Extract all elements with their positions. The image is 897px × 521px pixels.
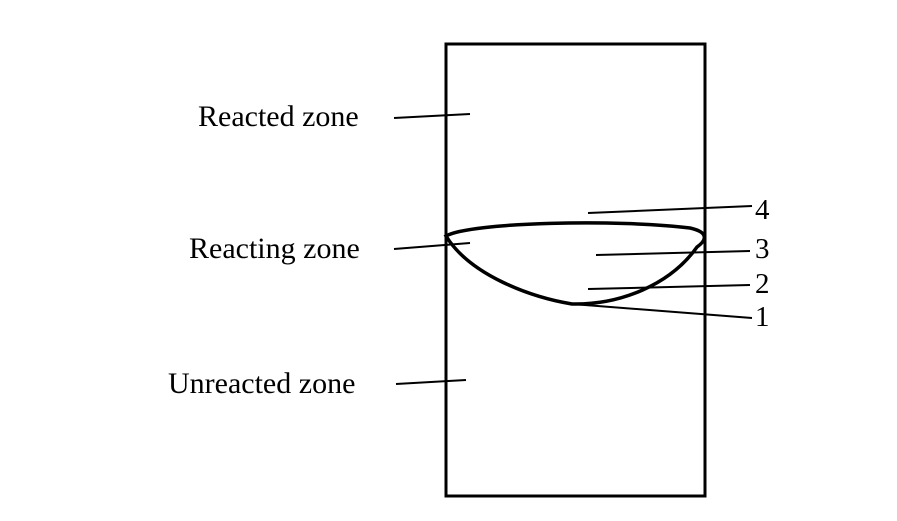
specimen-outline: [444, 42, 707, 498]
marker-1-label: 1: [755, 301, 770, 333]
reacted-zone-label: Reacted zone: [198, 100, 359, 133]
reacting-zone-lens: [443, 221, 707, 306]
unreacted-zone-label: Unreacted zone: [168, 367, 355, 400]
reacting-zone-label: Reacting zone: [189, 232, 360, 265]
unreacted-zone-leader: [395, 379, 467, 385]
marker-1-leader: [571, 303, 753, 319]
marker-4-label: 4: [755, 194, 770, 226]
marker-2-leader: [587, 284, 751, 290]
marker-3-label: 3: [755, 233, 770, 265]
marker-4-leader: [587, 205, 753, 214]
reacting-zone-leader: [393, 242, 471, 250]
marker-3-leader: [595, 250, 751, 256]
reacted-zone-leader: [393, 113, 471, 119]
marker-2-label: 2: [755, 268, 770, 300]
